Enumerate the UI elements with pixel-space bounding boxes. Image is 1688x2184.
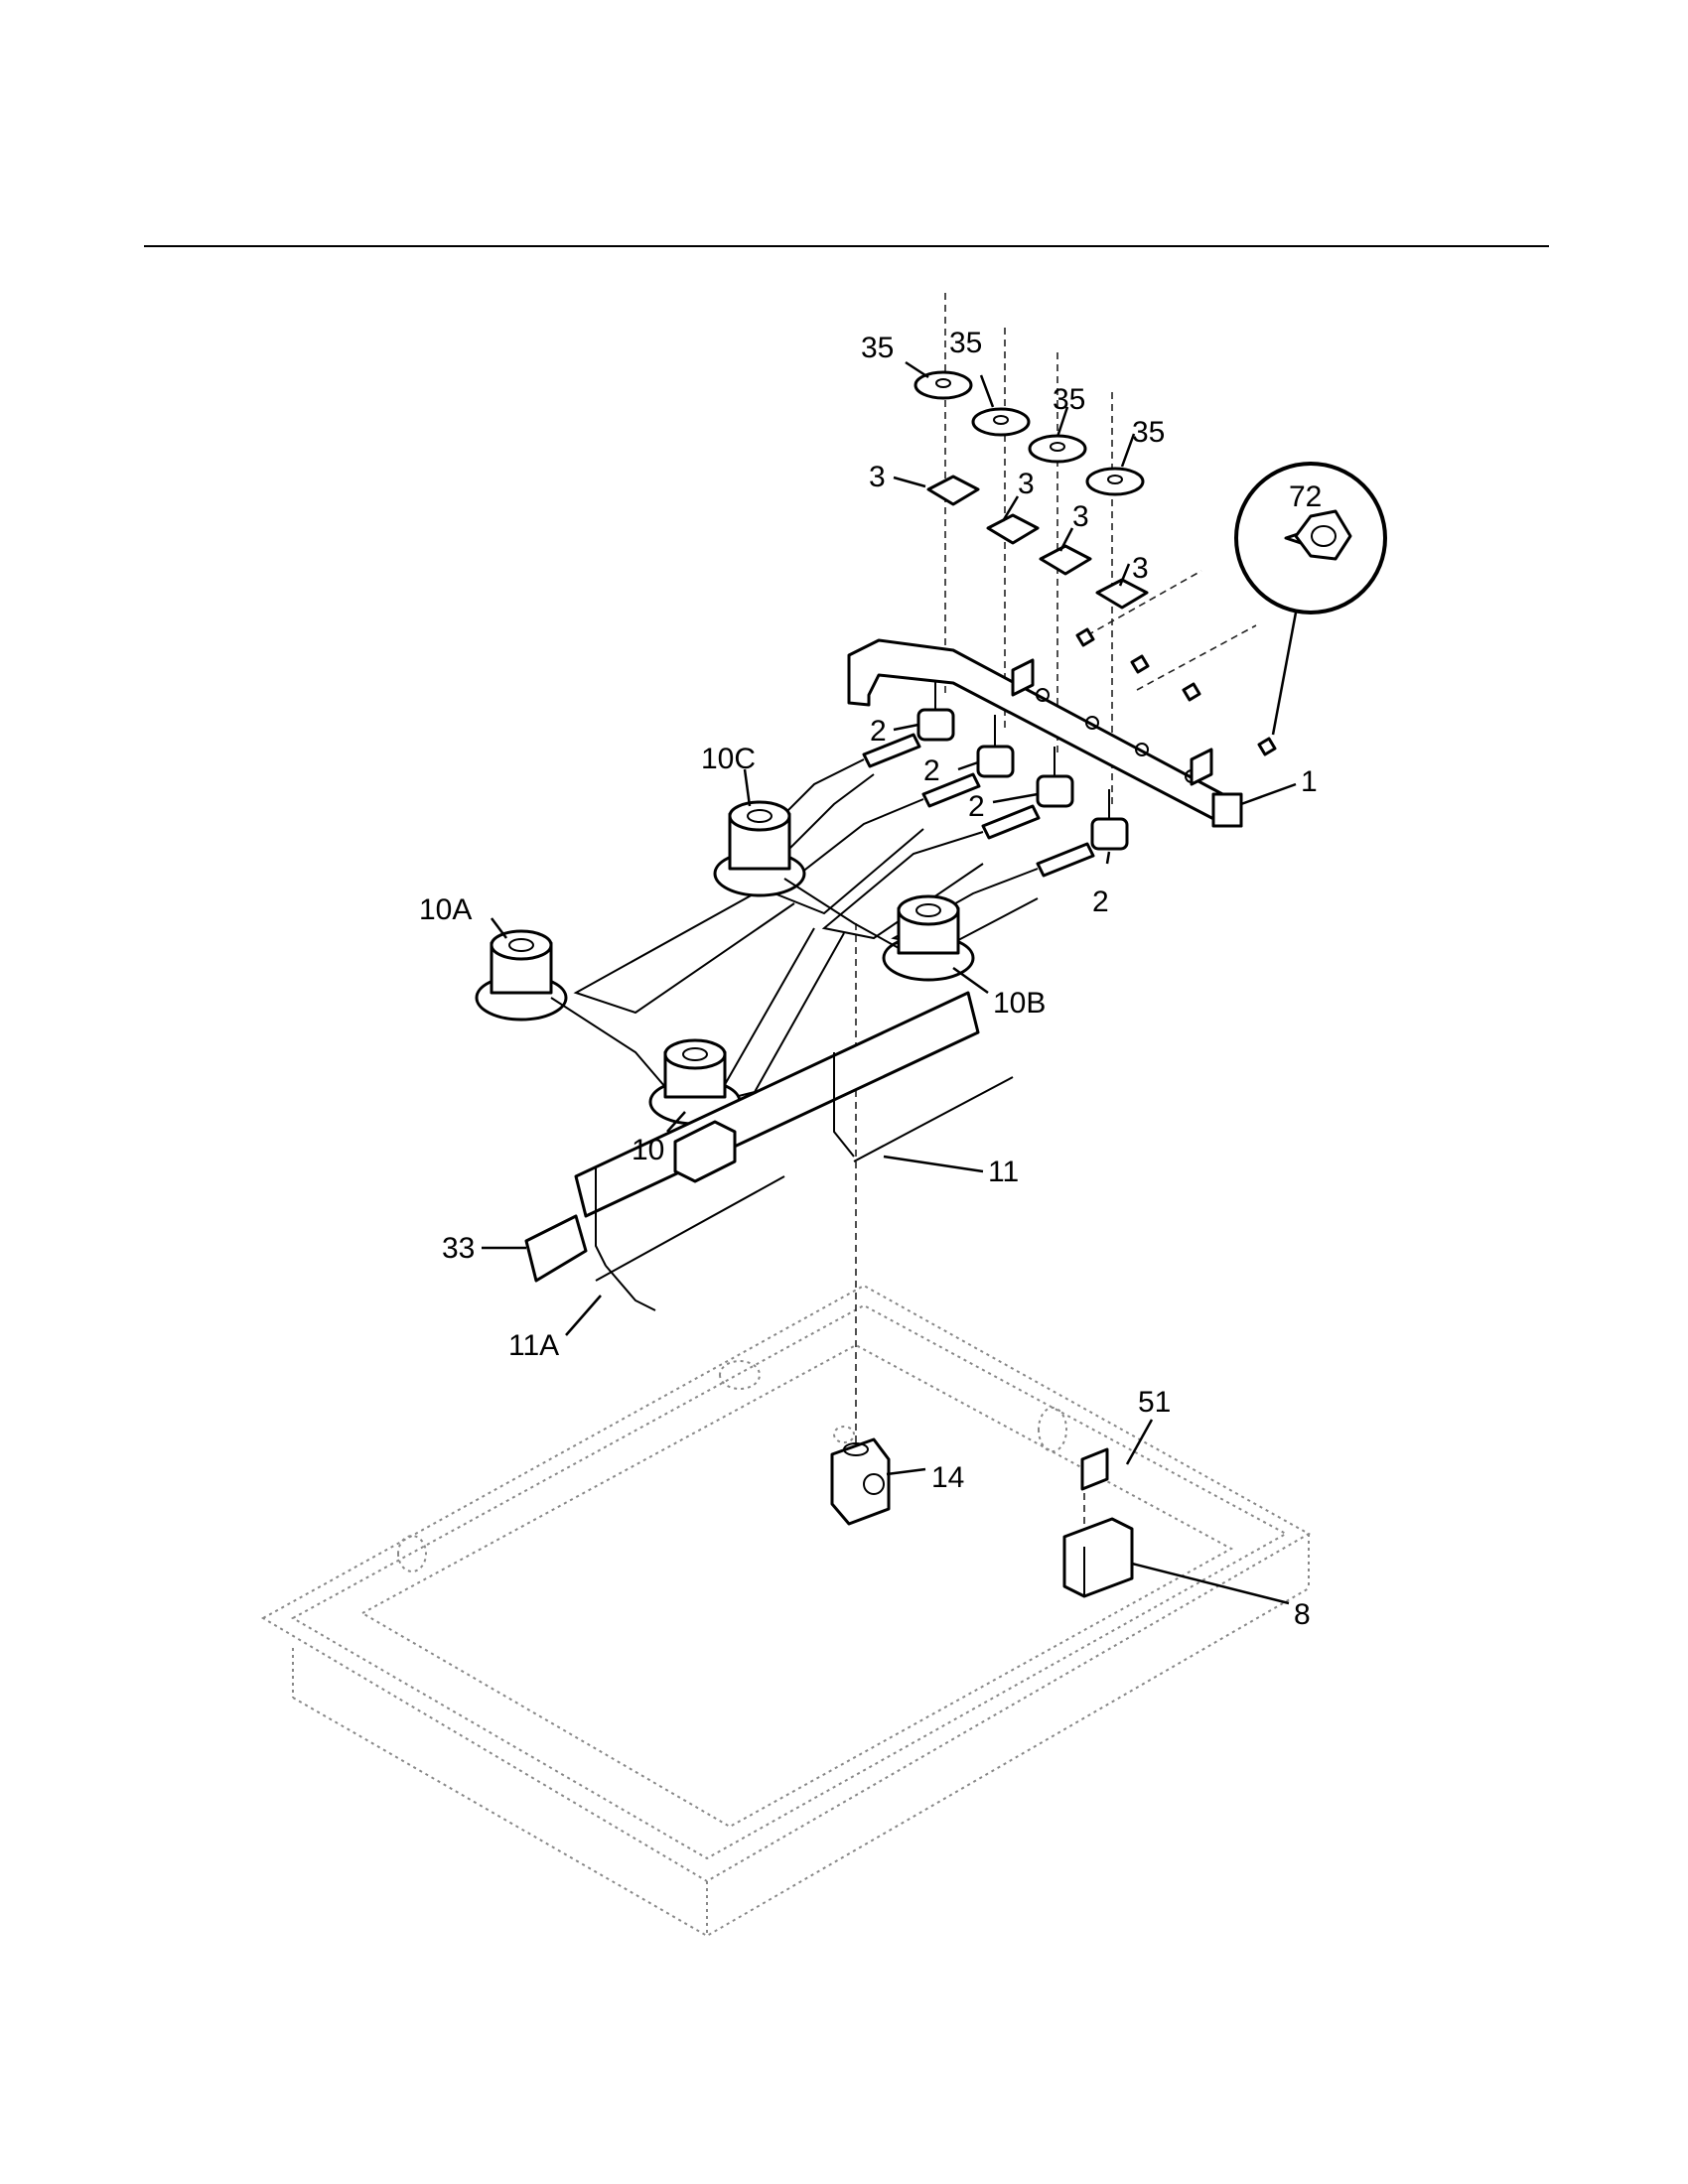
label-2-4: 2: [1092, 886, 1109, 918]
callout-labels: 35 35 35 35 3 3 3 3 72 2 2 2 2 1 10C 10A…: [419, 327, 1322, 1631]
leader-lines: [482, 360, 1297, 1605]
manifold: [847, 627, 1277, 828]
label-35-2: 35: [949, 327, 982, 359]
label-11a: 11A: [508, 1329, 559, 1362]
valves: [862, 680, 1129, 878]
label-2-2: 2: [923, 754, 940, 787]
label-2-3: 2: [968, 790, 985, 823]
label-3-1: 3: [869, 461, 886, 493]
burner-cap-4: [1085, 467, 1145, 496]
label-8: 8: [1294, 1598, 1311, 1631]
label-72: 72: [1289, 480, 1322, 513]
label-10: 10: [632, 1134, 664, 1166]
label-51: 51: [1138, 1386, 1171, 1419]
burner-cap-2: [971, 407, 1031, 437]
label-33: 33: [442, 1232, 475, 1265]
label-3-2: 3: [1018, 468, 1035, 500]
burner-10a: [475, 929, 568, 1022]
label-35-3: 35: [1053, 383, 1085, 416]
valve-3: [981, 747, 1074, 840]
valve-brackets: [926, 475, 1149, 610]
cooktop-frame: [260, 1284, 1312, 1938]
pressure-regulator: [830, 1437, 891, 1526]
label-2-1: 2: [870, 715, 887, 748]
label-10c: 10C: [701, 743, 756, 775]
ignitor-wires: [595, 1076, 1014, 1311]
burner-caps: [914, 370, 1145, 496]
burner-cap-1: [914, 370, 973, 400]
burner-10b: [882, 894, 975, 982]
detail-bubble-72: [1234, 462, 1387, 736]
ignitor-rail: [524, 991, 980, 1283]
label-10b: 10B: [993, 987, 1046, 1020]
spark-module-and-bracket: [1062, 1447, 1134, 1598]
label-3-3: 3: [1072, 500, 1089, 533]
label-3-4: 3: [1132, 552, 1149, 585]
label-1: 1: [1301, 765, 1318, 798]
label-10a: 10A: [419, 893, 472, 926]
label-14: 14: [931, 1461, 964, 1494]
burner-cap-3: [1028, 434, 1087, 464]
valve-4: [1036, 789, 1129, 878]
burner-10c: [713, 800, 806, 897]
valve-2: [921, 715, 1015, 808]
label-35-1: 35: [861, 332, 894, 364]
label-11: 11: [988, 1156, 1019, 1188]
burners: [475, 800, 975, 1126]
label-35-4: 35: [1132, 416, 1165, 449]
